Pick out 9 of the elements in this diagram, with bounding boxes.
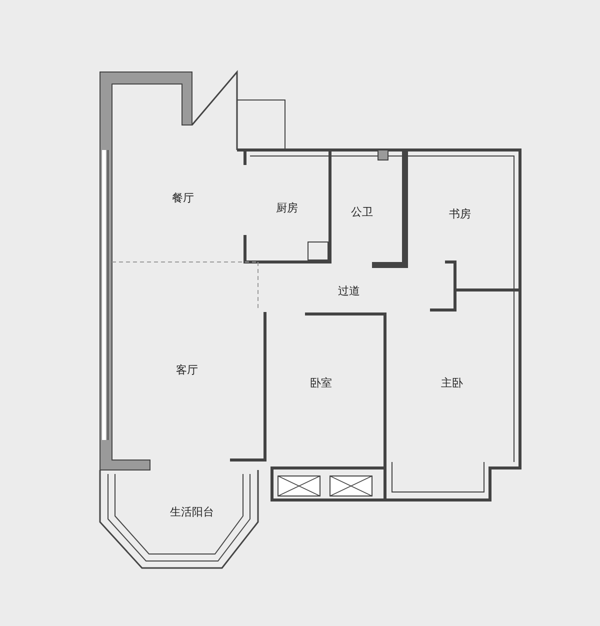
room-label: 书房 [449,206,471,222]
room-label: 卧室 [310,376,332,390]
room-label: 主卧 [441,376,463,390]
room-label: 公卫 [351,204,373,220]
room-label: 生活阳台 [170,504,214,520]
room-label: 过道 [338,284,360,298]
room-label: 客厅 [176,362,198,378]
room-label: 餐厅 [172,190,194,206]
room-label: 厨房 [276,200,298,216]
